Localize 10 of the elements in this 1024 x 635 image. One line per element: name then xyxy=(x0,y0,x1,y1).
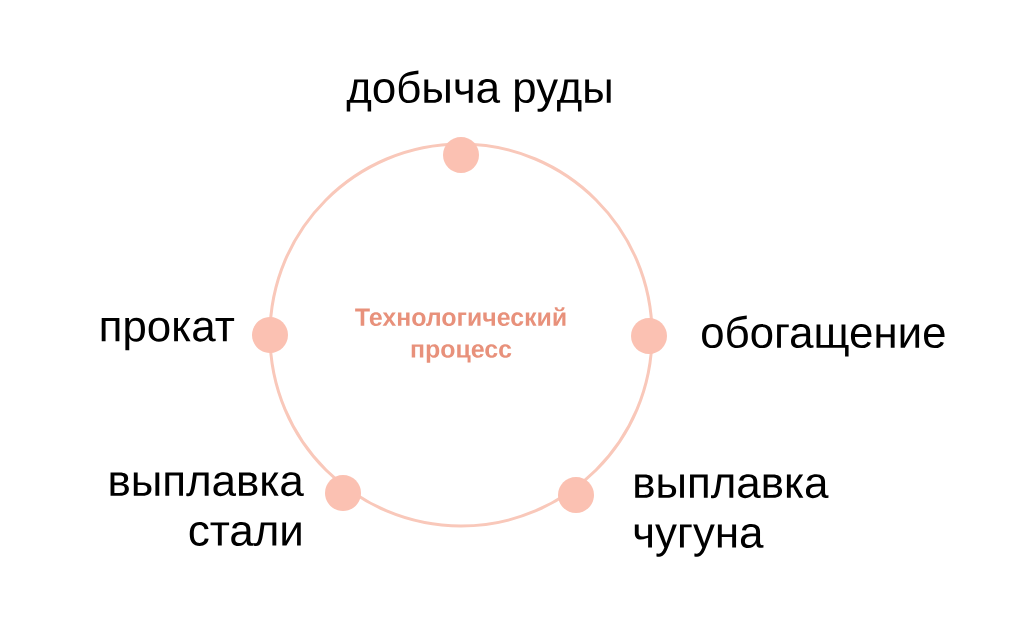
marker-dot xyxy=(443,137,479,173)
step-label: прокат xyxy=(101,317,235,351)
step-label: выплавка чугуна xyxy=(634,474,829,557)
marker-dot xyxy=(631,318,667,354)
marker-dot xyxy=(325,475,361,511)
step-label: обогащение xyxy=(702,315,945,357)
step-label: выплавка стали xyxy=(110,472,304,546)
step-label: добыча руды xyxy=(346,70,611,112)
marker-dot xyxy=(252,317,288,353)
marker-dot xyxy=(558,477,594,513)
